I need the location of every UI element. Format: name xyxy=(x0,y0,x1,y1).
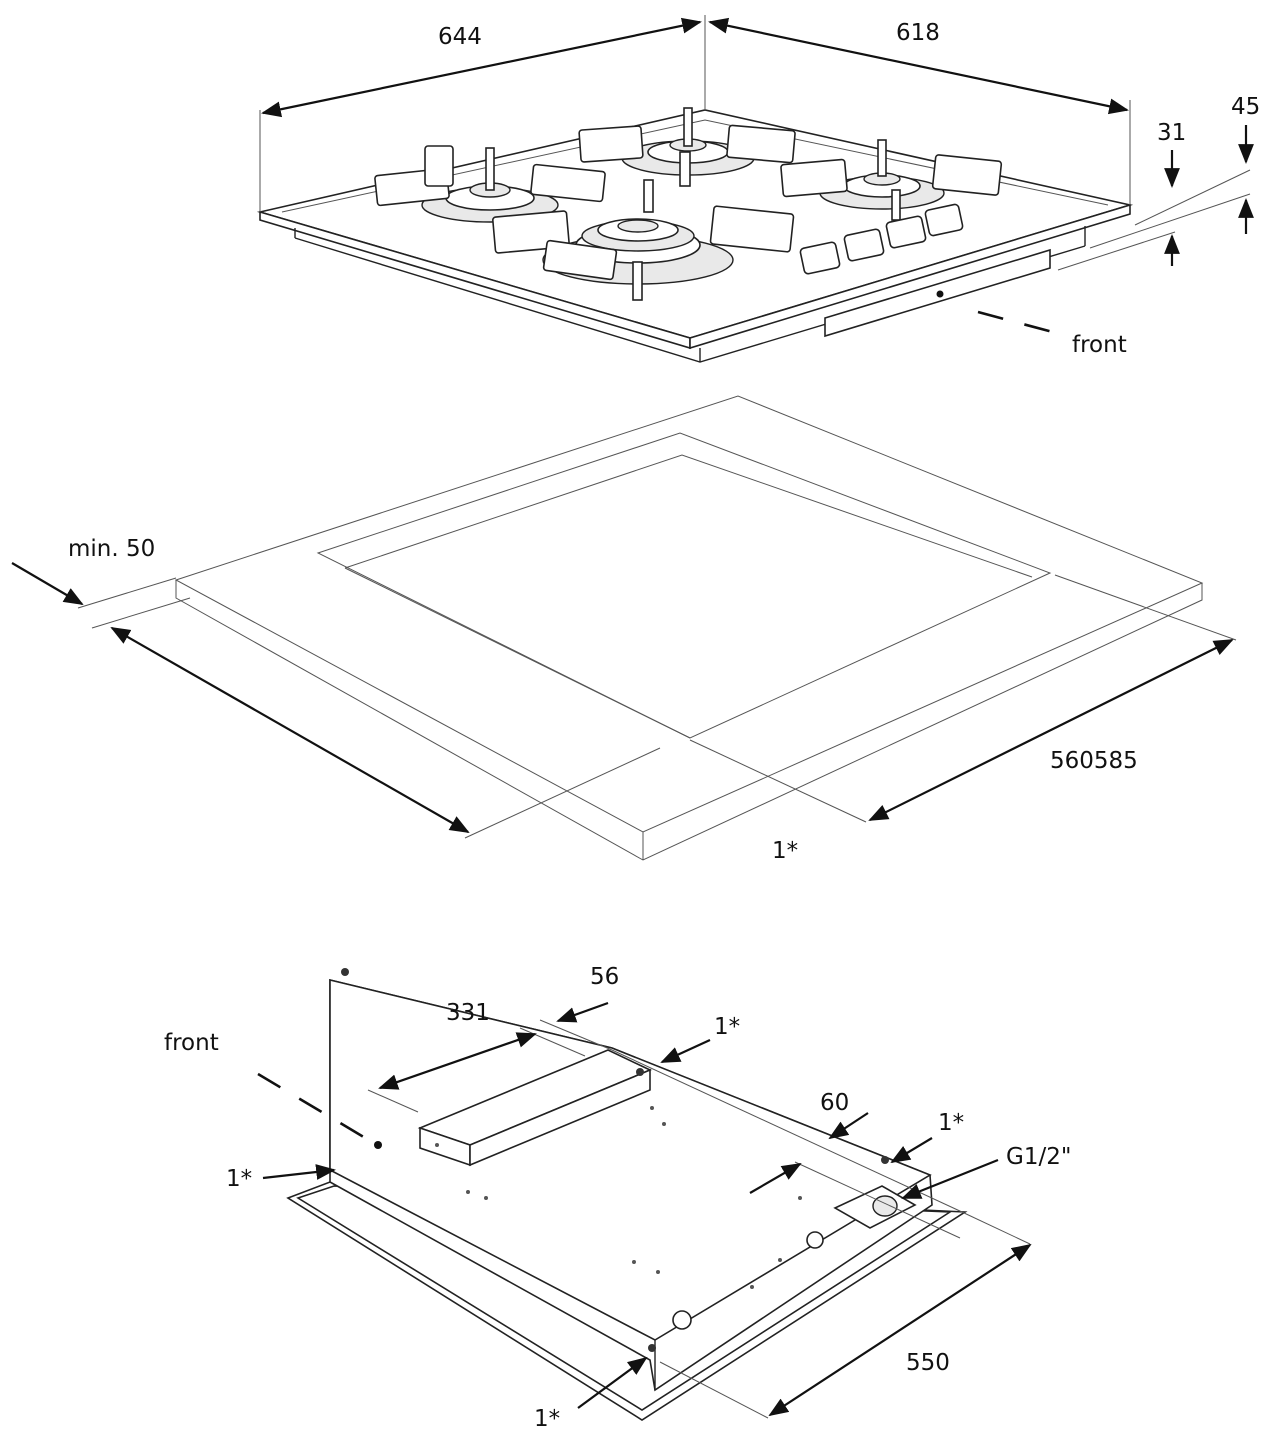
marker-a-label: 1* xyxy=(714,1014,740,1040)
hob-top-view: 644 618 31 45 front xyxy=(256,15,1260,363)
note-marker-label: 1* xyxy=(772,838,798,864)
burner-back-center xyxy=(578,107,796,187)
dim-550-label: 550 xyxy=(906,1350,950,1376)
cutout-range-label: 560585 xyxy=(1050,748,1138,774)
dim-331-label: 331 xyxy=(446,1000,490,1026)
min-distance-label: min. 50 xyxy=(68,536,155,562)
dim-depth-label: 618 xyxy=(896,20,940,46)
front-label: front xyxy=(1072,332,1127,358)
worktop-cutout-view: min. 50 560585 1* xyxy=(11,395,1237,864)
burner-front-wok xyxy=(492,179,795,301)
marker-d-label: 1* xyxy=(534,1406,560,1432)
marker-c-label: 1* xyxy=(226,1166,252,1192)
dim-56-label: 56 xyxy=(590,964,619,990)
hob-bottom-view: front 331 56 1* 60 1* G1/2" 1* 550 1* xyxy=(164,964,1071,1432)
gas-connection-label: G1/2" xyxy=(1006,1144,1071,1170)
dim-width-label: 644 xyxy=(438,24,482,50)
bottom-front-label: front xyxy=(164,1030,219,1056)
marker-b-label: 1* xyxy=(938,1110,964,1136)
dim-height-a-label: 31 xyxy=(1157,120,1186,146)
burner-right xyxy=(780,139,1003,221)
dim-height-b-label: 45 xyxy=(1231,94,1260,120)
dim-60-label: 60 xyxy=(820,1090,849,1116)
control-knobs xyxy=(799,203,964,275)
burner-back-left xyxy=(374,145,606,223)
